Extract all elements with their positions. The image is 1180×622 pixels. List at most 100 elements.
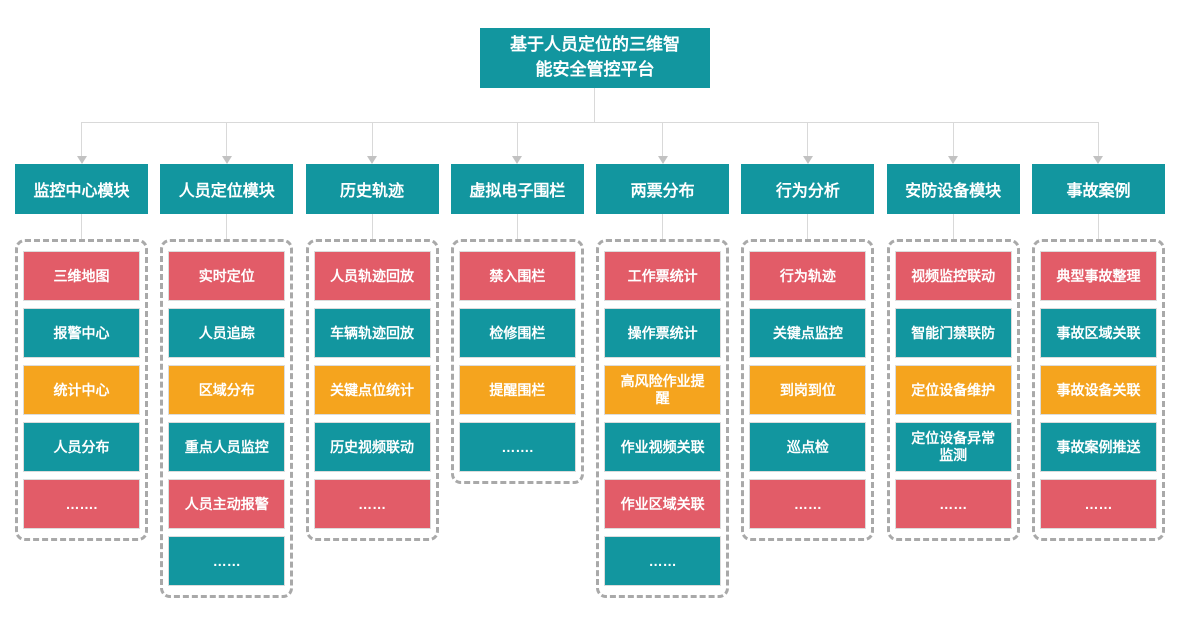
module-items-container: 禁入围栏检修围栏提醒围栏 ……. xyxy=(450,239,584,484)
connector-title-vline xyxy=(594,88,595,122)
feature-item: 巡点检 xyxy=(749,422,867,472)
module-items-container: 工作票统计操作票统计高风险作业提 醒作业视频关联作业区域关联 …… xyxy=(596,239,730,598)
feature-item: 人员分布 xyxy=(23,422,140,472)
connector-link xyxy=(371,214,373,239)
module-column: 监控中心模块三维地图报警中心统计中心人员分布 ……. xyxy=(15,123,148,541)
module-items-container: 实时定位人员追踪区域分布重点人员监控人员主动报警…… xyxy=(160,239,294,598)
connector-vline xyxy=(1097,123,1099,156)
feature-item: 区域分布 xyxy=(168,365,286,415)
feature-item: …… xyxy=(1039,479,1157,529)
module-header: 事故案例 xyxy=(1031,164,1165,214)
chart-title: 基于人员定位的三维智 能安全管控平台 xyxy=(480,28,710,88)
feature-item: 人员追踪 xyxy=(168,308,286,358)
arrow-down-icon xyxy=(802,156,813,164)
arrow-down-icon xyxy=(512,156,523,164)
feature-item: 禁入围栏 xyxy=(458,251,576,301)
module-items-container: 三维地图报警中心统计中心人员分布 ……. xyxy=(15,239,148,541)
connector-link xyxy=(662,214,664,239)
module-header: 监控中心模块 xyxy=(15,164,148,214)
feature-item: 作业视频关联 xyxy=(604,422,722,472)
feature-item: 事故区域关联 xyxy=(1039,308,1157,358)
feature-item: …… xyxy=(313,479,431,529)
connector-drop xyxy=(221,123,232,164)
connector-vline xyxy=(807,123,809,156)
arrow-down-icon xyxy=(76,156,87,164)
connector-link xyxy=(952,214,954,239)
module-items-container: 视频监控联动智能门禁联防定位设备维护定位设备异常 监测 …… xyxy=(886,239,1020,541)
feature-item: 人员主动报警 xyxy=(168,479,286,529)
arrow-down-icon xyxy=(948,156,959,164)
feature-item: 行为轨迹 xyxy=(749,251,867,301)
feature-item: 历史视频联动 xyxy=(313,422,431,472)
feature-item: 三维地图 xyxy=(23,251,140,301)
feature-item: 智能门禁联防 xyxy=(894,308,1012,358)
connector-vline xyxy=(81,123,82,156)
feature-item: 关键点监控 xyxy=(749,308,867,358)
feature-item: …… xyxy=(749,479,867,529)
feature-item: …… xyxy=(604,536,722,586)
feature-item: 人员轨迹回放 xyxy=(313,251,431,301)
connector-link xyxy=(1097,214,1099,239)
module-column: 安防设备模块视频监控联动智能门禁联防定位设备维护定位设备异常 监测 …… xyxy=(886,123,1020,541)
module-header: 两票分布 xyxy=(596,164,730,214)
arrow-down-icon xyxy=(367,156,378,164)
feature-item: 视频监控联动 xyxy=(894,251,1012,301)
module-column: 虚拟电子围栏禁入围栏检修围栏提醒围栏 ……. xyxy=(450,123,584,484)
connector-drop xyxy=(802,123,813,164)
module-header: 人员定位模块 xyxy=(160,164,294,214)
feature-item: 高风险作业提 醒 xyxy=(604,365,722,415)
module-column: 两票分布工作票统计操作票统计高风险作业提 醒作业视频关联作业区域关联 …… xyxy=(596,123,730,598)
module-items-container: 行为轨迹关键点监控到岗到位巡点检 …… xyxy=(741,239,875,541)
feature-item: …… xyxy=(894,479,1012,529)
module-header: 历史轨迹 xyxy=(305,164,439,214)
connector-vline xyxy=(516,123,518,156)
feature-item: 工作票统计 xyxy=(604,251,722,301)
feature-item: 定位设备维护 xyxy=(894,365,1012,415)
module-header: 虚拟电子围栏 xyxy=(450,164,584,214)
feature-item: 重点人员监控 xyxy=(168,422,286,472)
connector-horizontal-line xyxy=(81,122,1099,123)
connector-vline xyxy=(952,123,954,156)
feature-item: 关键点位统计 xyxy=(313,365,431,415)
arrow-down-icon xyxy=(221,156,232,164)
module-column: 历史轨迹人员轨迹回放车辆轨迹回放关键点位统计历史视频联动 …… xyxy=(305,123,439,541)
feature-item: 事故案例推送 xyxy=(1039,422,1157,472)
feature-item: 统计中心 xyxy=(23,365,140,415)
feature-item: 到岗到位 xyxy=(749,365,867,415)
connector-link xyxy=(807,214,809,239)
connector-drop xyxy=(1093,123,1104,164)
feature-item: 定位设备异常 监测 xyxy=(894,422,1012,472)
feature-item: 车辆轨迹回放 xyxy=(313,308,431,358)
arrow-down-icon xyxy=(1093,156,1104,164)
connector-vline xyxy=(662,123,664,156)
connector-drop xyxy=(76,123,87,164)
module-column: 行为分析行为轨迹关键点监控到岗到位巡点检 …… xyxy=(741,123,875,541)
module-column: 事故案例典型事故整理事故区域关联事故设备关联事故案例推送 …… xyxy=(1031,123,1165,541)
connector-drop xyxy=(512,123,523,164)
feature-item: ……. xyxy=(458,422,576,472)
connector-drop xyxy=(948,123,959,164)
module-header: 行为分析 xyxy=(741,164,875,214)
columns-row: 监控中心模块三维地图报警中心统计中心人员分布…….人员定位模块实时定位人员追踪区… xyxy=(0,123,1180,598)
connector-drop xyxy=(367,123,378,164)
module-column: 人员定位模块实时定位人员追踪区域分布重点人员监控人员主动报警…… xyxy=(160,123,294,598)
feature-item: 报警中心 xyxy=(23,308,140,358)
connector-drop xyxy=(657,123,668,164)
feature-item: 典型事故整理 xyxy=(1039,251,1157,301)
module-header: 安防设备模块 xyxy=(886,164,1020,214)
connector-link xyxy=(226,214,228,239)
connector-link xyxy=(516,214,518,239)
feature-item: 提醒围栏 xyxy=(458,365,576,415)
module-items-container: 人员轨迹回放车辆轨迹回放关键点位统计历史视频联动 …… xyxy=(305,239,439,541)
feature-item: 事故设备关联 xyxy=(1039,365,1157,415)
connector-vline xyxy=(226,123,228,156)
feature-item: 检修围栏 xyxy=(458,308,576,358)
feature-item: 操作票统计 xyxy=(604,308,722,358)
feature-item: 作业区域关联 xyxy=(604,479,722,529)
arrow-down-icon xyxy=(657,156,668,164)
feature-item: ……. xyxy=(23,479,140,529)
feature-item: …… xyxy=(168,536,286,586)
connector-vline xyxy=(371,123,373,156)
module-items-container: 典型事故整理事故区域关联事故设备关联事故案例推送 …… xyxy=(1031,239,1165,541)
